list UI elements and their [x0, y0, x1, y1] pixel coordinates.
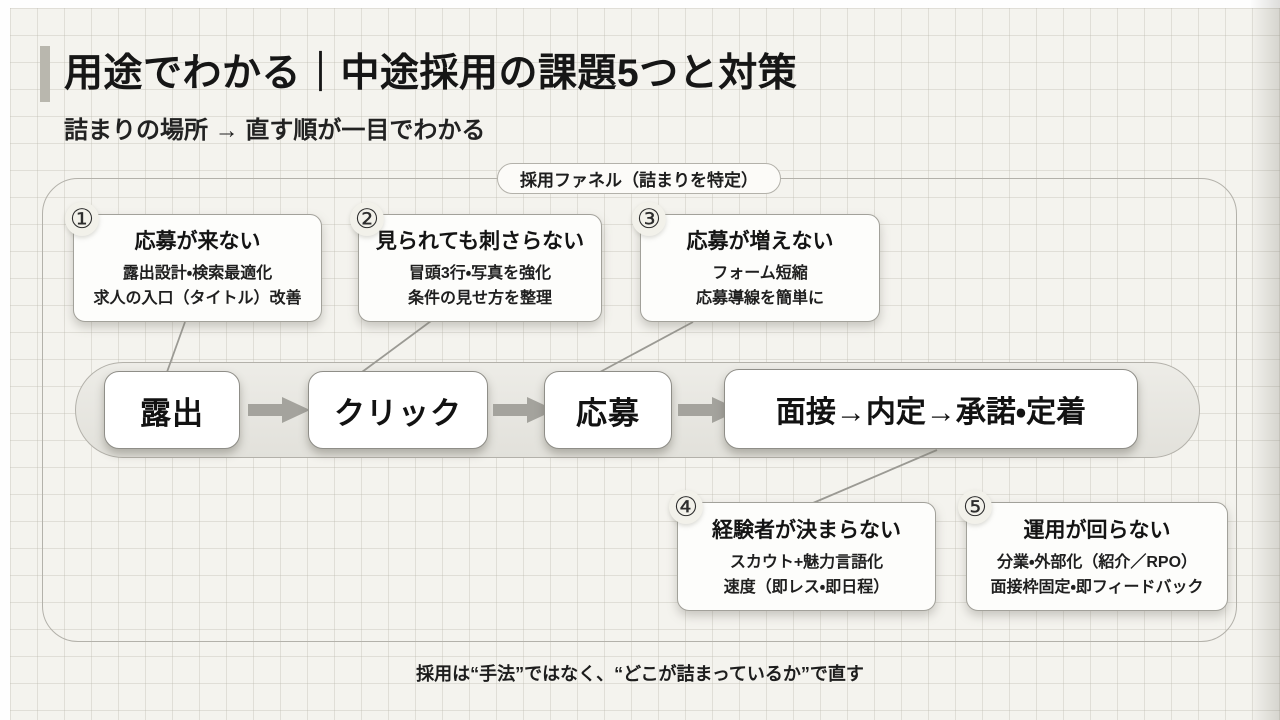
issue-box-applications-not-increasing: ③ 応募が増えない フォーム短縮 応募導線を簡単に — [632, 202, 880, 322]
page-title: 用途でわかる｜中途採用の課題5つと対策 — [64, 52, 798, 95]
funnel-label: 採用ファネル（詰まりを特定） — [497, 163, 781, 194]
issue-remedy-line: 条件の見せ方を整理 — [407, 290, 552, 307]
issue-remedy-line: 分業・外部化（紹介／RPO） — [996, 553, 1198, 571]
issue-box-no-applicants: ① 応募が来ない 露出設計・検索最適化 求人の入口（タイトル）改善 — [65, 202, 322, 322]
issue-title: 見られても刺さらない — [375, 230, 585, 253]
issue-remedy-line: 面接枠固定・即フィードバック — [990, 578, 1204, 596]
issue-remedy-line: 露出設計・検索最適化 — [122, 265, 273, 282]
issue-badge-1: ① — [65, 202, 99, 236]
issue-remedy-line: スカウト+魅力言語化 — [729, 553, 884, 571]
arrow-right-icon — [493, 397, 555, 423]
issue-title: 運用が回らない — [1023, 518, 1171, 542]
page-subtitle: 詰まりの場所 → 直す順が一目でわかる — [64, 117, 486, 144]
issue-box-not-compelling: ② 見られても刺さらない 冒頭3行・写真を強化 条件の見せ方を整理 — [350, 202, 602, 322]
funnel-step-apply: 応募 — [544, 371, 672, 449]
issue-remedy-line: 求人の入口（タイトル）改善 — [93, 290, 302, 307]
issue-badge-5: ⑤ — [958, 490, 992, 524]
issue-box-operations-not-running: ⑤ 運用が回らない 分業・外部化（紹介／RPO） 面接枠固定・即フィードバック — [958, 490, 1228, 611]
issue-remedy-line: 応募導線を簡単に — [695, 290, 824, 307]
issue-title: 応募が来ない — [134, 230, 261, 253]
funnel-step-interview-offer-retention: 面接→内定→承諾・定着 — [724, 369, 1138, 449]
arrow-right-icon — [248, 397, 310, 423]
funnel-step-exposure: 露出 — [104, 371, 240, 449]
issue-remedy-line: 速度（即レス・即日程） — [723, 578, 890, 596]
issue-remedy-line: 冒頭3行・写真を強化 — [408, 265, 552, 282]
issue-title: 応募が増えない — [686, 230, 834, 253]
title-accent-bar — [40, 46, 50, 102]
page-edge-left — [0, 0, 10, 720]
funnel-step-click: クリック — [308, 371, 488, 449]
issue-box-experienced-not-closing: ④ 経験者が決まらない スカウト+魅力言語化 速度（即レス・即日程） — [669, 490, 936, 611]
page-edge-shadow — [1250, 0, 1280, 720]
issue-title: 経験者が決まらない — [712, 518, 901, 542]
issue-badge-4: ④ — [669, 490, 703, 524]
issue-remedy-line: フォーム短縮 — [712, 265, 808, 282]
page-edge-top — [0, 0, 1280, 8]
issue-badge-3: ③ — [632, 202, 666, 236]
issue-badge-2: ② — [350, 202, 384, 236]
footer-note: 採用は“手法”ではなく、“どこが詰まっているか”で直す — [416, 664, 864, 684]
